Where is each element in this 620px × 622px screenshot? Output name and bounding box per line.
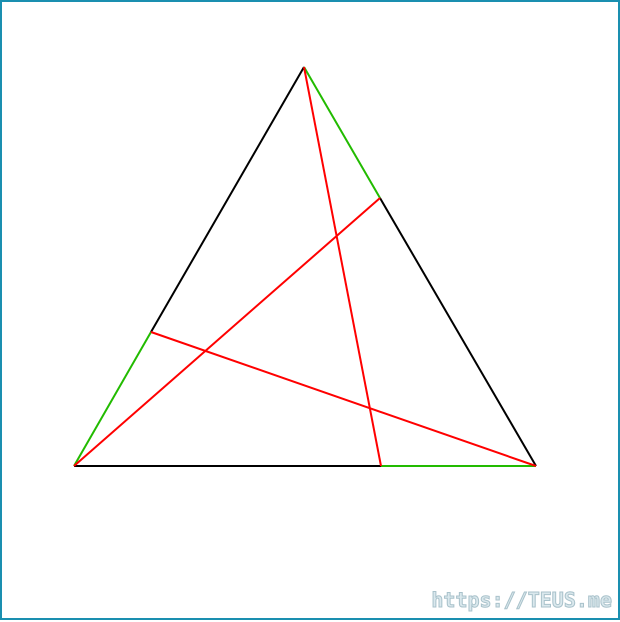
cevian-from-apex bbox=[303, 66, 382, 467]
watermark-text: https://TEUS.me bbox=[431, 588, 613, 613]
edge-right-black bbox=[379, 197, 537, 467]
edge-apex-left-black bbox=[150, 66, 305, 333]
cevian-from-right-vertex bbox=[150, 331, 537, 467]
cevian-from-left-vertex bbox=[73, 197, 381, 467]
edge-apex-right-green bbox=[303, 66, 381, 199]
edge-left-green bbox=[73, 331, 152, 467]
